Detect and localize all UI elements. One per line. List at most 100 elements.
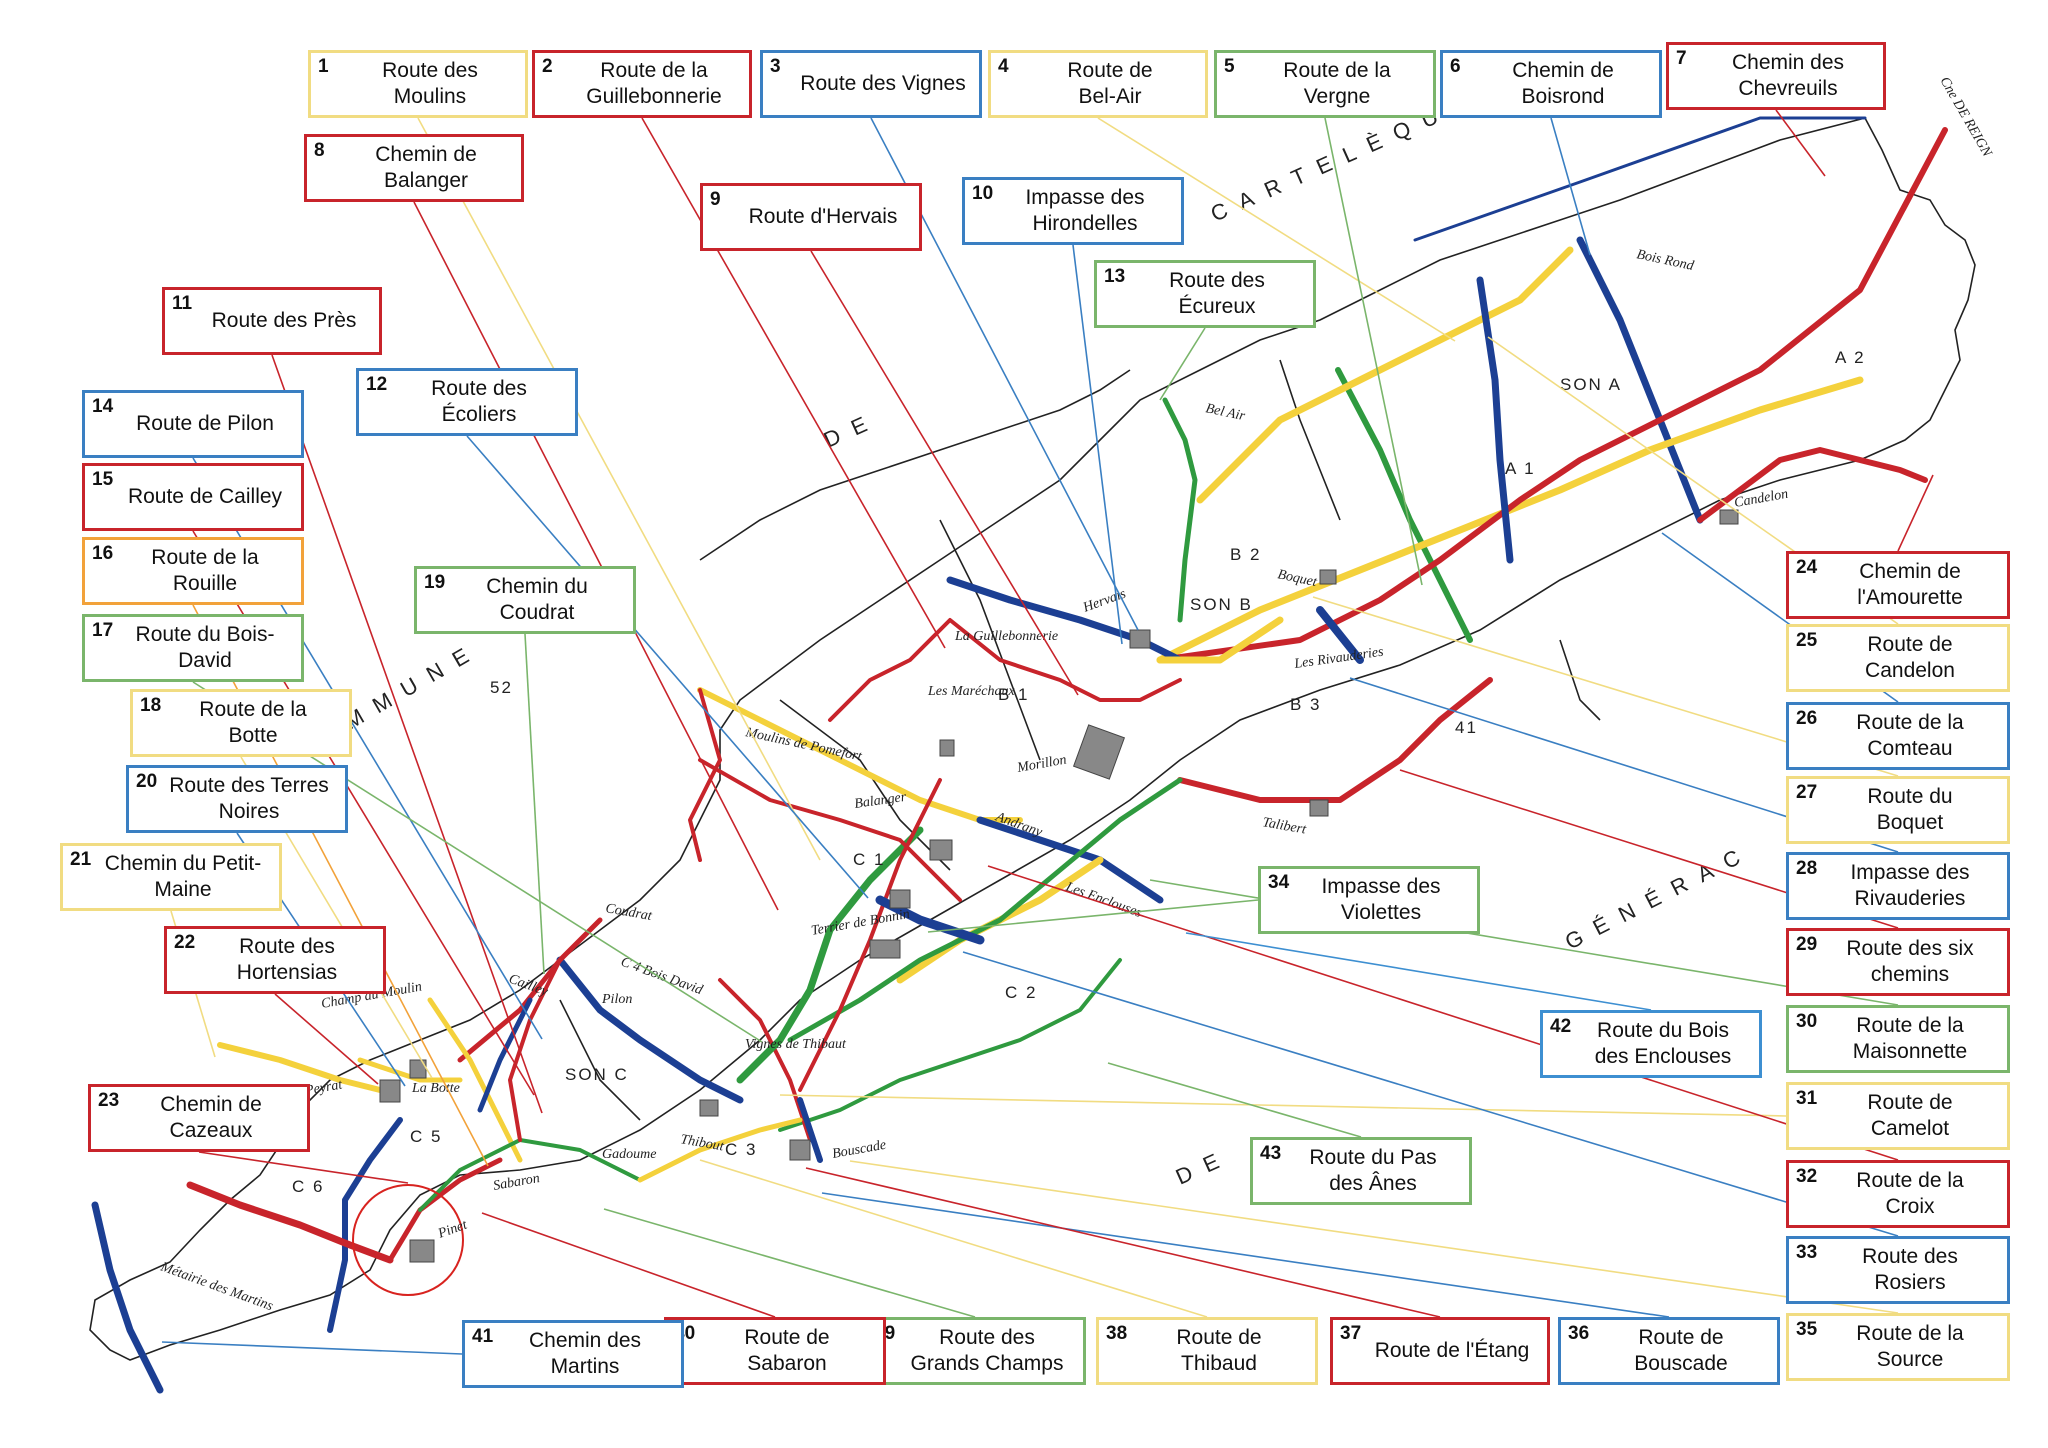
road-label-21: 21 Chemin du Petit- Maine: [60, 843, 282, 911]
road-label-number: 12: [366, 374, 388, 395]
road-label-number: 15: [92, 469, 114, 490]
road-route-de-la-botte: [357, 1057, 463, 1083]
road-label-name: Route de Cailley: [127, 484, 283, 508]
road-label-number: 4: [998, 56, 1009, 77]
roads: [91, 116, 1948, 1394]
road-label-name: Chemin du Coudrat: [486, 574, 588, 624]
place-la-guillebonnerie: La Guillebonnerie: [954, 629, 1058, 644]
section-c1: C 1: [853, 850, 885, 869]
road-label-number: 42: [1550, 1016, 1572, 1037]
road-label-number: 14: [92, 396, 114, 417]
leader-line-22: [274, 993, 379, 1085]
road-chemin-du-petit-maine: [217, 1042, 383, 1093]
leader-lines: [161, 109, 1934, 1355]
road-route-de-la-guillebonnerie: [828, 618, 1182, 722]
road-route-des-ecureux: [1162, 397, 1198, 623]
road-label-8: 8 Chemin de Balanger: [304, 134, 524, 202]
road-label-name: Route de Thibaud: [1176, 1325, 1262, 1375]
road-label-number: 32: [1796, 1166, 1818, 1187]
leader-line-11: [271, 354, 543, 1114]
leader-line-40: [481, 1212, 776, 1318]
road-route-des-six-chemins: [1157, 127, 1948, 663]
road-label-number: 8: [314, 140, 325, 161]
place-talibert: Talibert: [1261, 815, 1308, 838]
road-label-number: 18: [140, 695, 162, 716]
road-label-name: Impasse des Violettes: [1321, 874, 1441, 924]
road-label-22: 22 Route des Hortensias: [164, 926, 386, 994]
road-label-name: Chemin du Petit- Maine: [104, 851, 262, 901]
road-label-name: Chemin de Balanger: [375, 142, 477, 192]
road-label-name: Route de la Botte: [199, 697, 307, 747]
road-label-name: Chemin de Cazeaux: [160, 1092, 262, 1142]
leader-line-6: [1550, 117, 1591, 256]
section-b2: B 2: [1230, 545, 1262, 564]
section-52: 52: [490, 678, 513, 697]
road-label-name: Route des Moulins: [382, 58, 478, 108]
road-label-number: 6: [1450, 56, 1461, 77]
leader-line-13: [1159, 327, 1206, 401]
road-label-number: 10: [972, 183, 994, 204]
road-route-du-boquet: [1156, 616, 1284, 664]
road-route-de-bouscade: [778, 958, 1122, 1132]
road-label-number: 22: [174, 932, 196, 953]
place-vignes-de-thibaut: Vignes de Thibaut: [745, 1037, 847, 1052]
leader-line-32: [987, 865, 1899, 1161]
road-label-number: 21: [70, 849, 92, 870]
leader-line-19: [524, 633, 545, 975]
road-label-name: Route de la Comteau: [1856, 710, 1964, 760]
section-a2: A 2: [1835, 348, 1866, 367]
road-label-number: 35: [1796, 1319, 1818, 1340]
leader-line-42: [1185, 932, 1652, 1011]
road-label-name: Route de l'Étang: [1374, 1338, 1530, 1362]
leader-line-33: [962, 951, 1899, 1237]
road-label-name: Route de la Vergne: [1283, 58, 1391, 108]
section-a1: A 1: [1505, 459, 1536, 478]
place-gadoume: Gadoume: [602, 1147, 656, 1162]
road-label-number: 24: [1796, 557, 1818, 578]
place-sabaron: Sabaron: [492, 1171, 541, 1194]
place-pinet: Pinet: [435, 1217, 470, 1242]
buildings: [379, 509, 1739, 1263]
road-chemin-de-boisrond: [1576, 236, 1704, 524]
road-label-name: Chemin de l'Amourette: [1857, 559, 1963, 609]
section-c2: C 2: [1005, 983, 1037, 1002]
road-label-number: 43: [1260, 1143, 1282, 1164]
road-label-39: 39Route des Grands Champs: [864, 1317, 1086, 1385]
road-label-name: Route des six chemins: [1846, 936, 1974, 986]
road-label-name: Route de Bouscade: [1634, 1325, 1728, 1375]
leader-line-9: [810, 250, 1079, 696]
road-label-number: 41: [472, 1326, 494, 1347]
road-label-number: 16: [92, 543, 114, 564]
leader-line-7: [1775, 109, 1826, 177]
leader-line-38: [699, 1159, 1208, 1318]
road-label-name: Chemin de Boisrond: [1512, 58, 1614, 108]
road-label-38: 38 Route de Thibaud: [1096, 1317, 1318, 1385]
road-route-de-candelon: [1156, 376, 1864, 664]
place-terrier-de-bonnin: Terrier de Bonnin: [810, 907, 911, 939]
road-label-number: 27: [1796, 782, 1818, 803]
road-label-name: Route des Terres Noires: [169, 773, 329, 823]
road-label-name: Route des Hortensias: [236, 934, 338, 984]
section-b1: B 1: [998, 685, 1030, 704]
leader-line-8: [413, 201, 779, 911]
road-label-number: 38: [1106, 1323, 1128, 1344]
road-route-de-la-vergne: [1335, 367, 1473, 643]
road-chemin-de-l-amourette: [1697, 447, 1928, 523]
